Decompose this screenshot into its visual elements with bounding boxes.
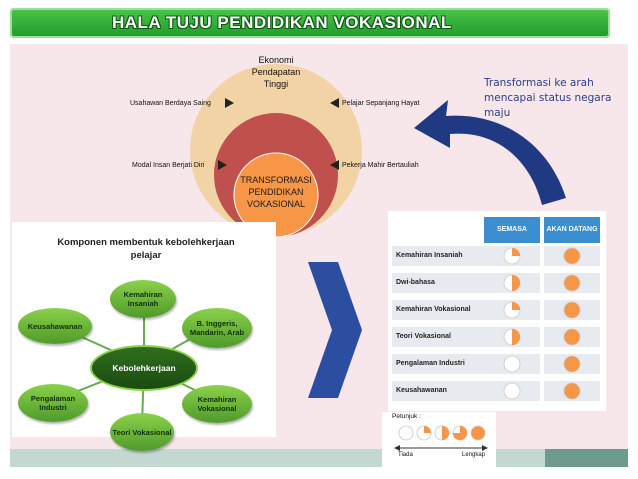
cell-future	[544, 381, 600, 401]
arrow-left-icon	[330, 160, 339, 170]
harvey-ball-icon	[470, 425, 486, 441]
col-header-future: AKAN DATANG	[544, 217, 600, 243]
harvey-ball-icon	[563, 328, 581, 346]
node-keusahawanan: Keusahawanan	[18, 308, 92, 344]
transformation-note: Transformasi ke arah mencapai status neg…	[484, 77, 612, 119]
arrow-right-icon	[218, 160, 227, 170]
cell-now	[484, 246, 540, 266]
node-kemahiran-vokasional: Kemahiran Vokasional	[182, 385, 252, 423]
title-bar	[10, 8, 610, 38]
node-bahasa: B. Inggeris, Mandarin, Arab	[182, 308, 252, 348]
cell-now	[484, 273, 540, 293]
node-kemahiran-insaniah: Kemahiran Insaniah	[110, 280, 176, 318]
harvey-ball-icon	[563, 301, 581, 319]
legend-level	[452, 425, 468, 446]
col-header-now: SEMASA	[484, 217, 540, 243]
cell-future	[544, 273, 600, 293]
harvey-ball-icon	[434, 425, 450, 441]
legend-high: Lengkap	[462, 452, 486, 458]
harvey-ball-icon	[398, 425, 414, 441]
center-label: TRANSFORMASI PENDIDIKAN VOKASIONAL	[240, 175, 312, 209]
harvey-ball-icon	[503, 328, 521, 346]
harvey-ball-icon	[563, 274, 581, 292]
arrow-left-icon	[330, 98, 339, 108]
harvey-ball-icon	[416, 425, 432, 441]
cell-now	[484, 354, 540, 374]
footer-band-accent	[545, 449, 628, 467]
node-teori-vokasional: Teori Vokasional	[110, 413, 174, 451]
harvey-ball-icon	[452, 425, 468, 441]
legend-title: Petunjuk :	[392, 413, 421, 420]
curved-arrow-icon	[414, 100, 566, 205]
harvey-ball-icon	[503, 301, 521, 319]
node-pengalaman-industri: Pengalaman Industri	[18, 384, 88, 422]
employability-title: Komponen membentuk kebolehkerjaan pelaja…	[57, 237, 235, 261]
harvey-ball-icon	[503, 274, 521, 292]
label-left-top: Usahawan Berdaya Saing	[130, 100, 211, 107]
row-label: Teori Vokasional	[392, 327, 484, 347]
cell-future	[544, 300, 600, 320]
outer-label: Ekonomi Pendapatan Tinggi	[251, 55, 301, 89]
harvey-ball-icon	[563, 382, 581, 400]
cell-future	[544, 354, 600, 374]
legend-level	[398, 425, 414, 446]
row-label: Keusahawanan	[392, 381, 484, 401]
row-label: Kemahiran Vokasional	[392, 300, 484, 320]
harvey-ball-icon	[503, 247, 521, 265]
cell-future	[544, 246, 600, 266]
inner-circle	[233, 152, 319, 238]
label-right-bottom: Pekerja Mahir Bertauliah	[342, 162, 419, 169]
harvey-ball-icon	[503, 382, 521, 400]
legend-low: Tiada	[398, 452, 413, 458]
cell-now	[484, 327, 540, 347]
employability-center: Kebolehkerjaan	[90, 345, 198, 391]
cell-now	[484, 381, 540, 401]
chevron-right-icon	[308, 262, 362, 398]
slide-title: HALA TUJU PENDIDIKAN VOKASIONAL	[112, 13, 452, 32]
row-label: Pengalaman Industri	[392, 354, 484, 374]
harvey-ball-icon	[503, 355, 521, 373]
legend-level	[470, 425, 486, 446]
legend-level	[416, 425, 432, 446]
label-left-bottom: Modal Insan Berjati Diri	[132, 162, 205, 169]
arrow-right-icon	[225, 98, 234, 108]
label-right-top: Pelajar Sepanjang Hayat	[342, 100, 420, 107]
cell-future	[544, 327, 600, 347]
cell-now	[484, 300, 540, 320]
row-label: Dwi-bahasa	[392, 273, 484, 293]
harvey-ball-icon	[563, 355, 581, 373]
harvey-ball-icon	[563, 247, 581, 265]
row-label: Kemahiran Insaniah	[392, 246, 484, 266]
legend-level	[434, 425, 450, 446]
